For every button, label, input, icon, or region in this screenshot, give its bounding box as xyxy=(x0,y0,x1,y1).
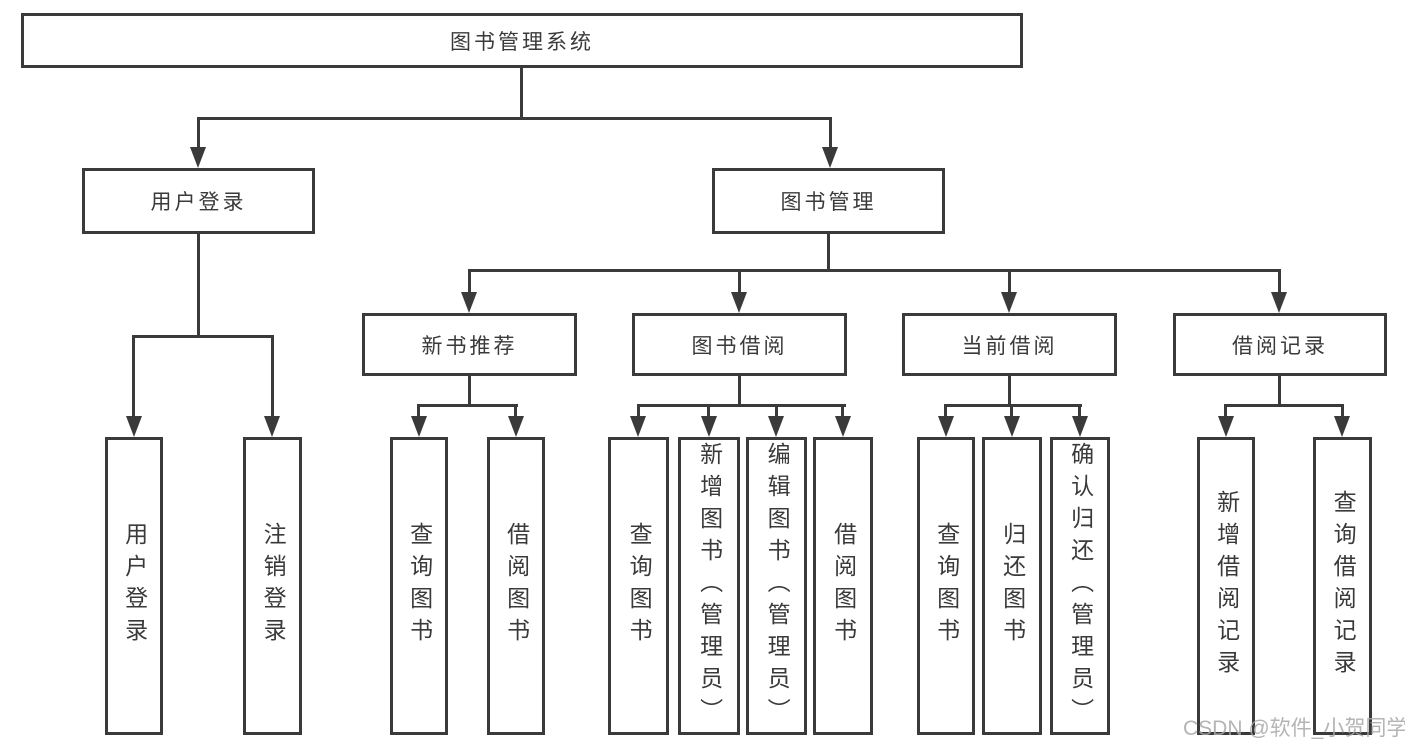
node-book-borrowing-label: 图书借阅 xyxy=(691,334,788,358)
connector-line xyxy=(417,404,518,407)
leaf-query-borrow-record: 查询借阅记录 xyxy=(1313,437,1372,735)
node-user-login-label: 用户登录 xyxy=(150,191,247,214)
connector-line xyxy=(827,234,830,272)
node-borrowing-records-label: 借阅记录 xyxy=(1232,334,1328,358)
connector-line xyxy=(1278,269,1281,295)
connector-line xyxy=(1008,269,1011,295)
connector-line xyxy=(841,404,844,419)
connector-line xyxy=(829,117,832,150)
leaf-logout-label: 注销登录 xyxy=(260,522,287,650)
connector-line xyxy=(417,404,420,419)
connector-line xyxy=(637,404,640,419)
arrowhead-icon xyxy=(411,416,427,437)
connector-line xyxy=(132,335,135,419)
node-new-book-recommend-label: 新书推荐 xyxy=(421,334,518,358)
connector-line xyxy=(944,404,1082,407)
connector-line xyxy=(1010,404,1013,419)
arrowhead-icon xyxy=(1334,416,1350,437)
node-book-management: 图书管理 xyxy=(712,168,945,234)
leaf-query-books-recommend-label: 查询图书 xyxy=(406,522,433,650)
arrowhead-icon xyxy=(1218,416,1234,437)
leaf-add-book-admin: 新增图书（管理员） xyxy=(678,437,740,735)
arrowhead-icon xyxy=(264,416,280,437)
node-library-system: 图书管理系统 xyxy=(21,13,1023,68)
leaf-query-books-recommend: 查询图书 xyxy=(390,437,448,735)
leaf-edit-book-admin: 编辑图书（管理员） xyxy=(746,437,807,735)
node-current-borrowing: 当前借阅 xyxy=(902,313,1117,376)
leaf-query-books-borrowing: 查询图书 xyxy=(608,437,669,735)
leaf-user-login-label: 用户登录 xyxy=(121,522,148,650)
leaf-user-login: 用户登录 xyxy=(105,437,163,735)
connector-line xyxy=(1008,376,1011,407)
connector-line xyxy=(1224,404,1227,419)
arrowhead-icon xyxy=(1001,292,1017,313)
arrowhead-icon xyxy=(1072,416,1088,437)
connector-line xyxy=(514,404,517,419)
connector-line xyxy=(738,269,741,295)
connector-line xyxy=(520,68,523,119)
node-user-login: 用户登录 xyxy=(82,168,315,234)
arrowhead-icon xyxy=(461,292,477,313)
arrowhead-icon xyxy=(508,416,524,437)
leaf-borrow-books-borrowing-label: 借阅图书 xyxy=(830,522,857,650)
leaf-confirm-return-admin: 确认归还（管理员） xyxy=(1050,437,1110,735)
connector-line xyxy=(197,117,200,150)
arrowhead-icon xyxy=(701,416,717,437)
connector-line xyxy=(1078,404,1081,419)
leaf-query-books-current: 查询图书 xyxy=(917,437,975,735)
leaf-borrow-books-recommend-label: 借阅图书 xyxy=(503,522,530,650)
connector-line xyxy=(468,376,471,407)
connector-line xyxy=(1224,404,1344,407)
arrowhead-icon xyxy=(126,416,142,437)
connector-line xyxy=(132,335,274,338)
connector-line xyxy=(738,376,741,407)
connector-line xyxy=(707,404,710,419)
leaf-borrow-books-borrowing: 借阅图书 xyxy=(813,437,873,735)
connector-line xyxy=(271,335,274,419)
arrowhead-icon xyxy=(938,416,954,437)
connector-line xyxy=(944,404,947,419)
arrowhead-icon xyxy=(822,147,838,168)
arrowhead-icon xyxy=(1004,416,1020,437)
arrowhead-icon xyxy=(630,416,646,437)
leaf-return-books: 归还图书 xyxy=(982,437,1042,735)
csdn-watermark: CSDN @软件_小贺同学 xyxy=(1183,717,1405,740)
leaf-edit-book-admin-label: 编辑图书（管理员） xyxy=(764,442,791,730)
node-borrowing-records: 借阅记录 xyxy=(1173,313,1387,376)
node-library-system-label: 图书管理系统 xyxy=(450,30,594,54)
leaf-add-borrow-record-label: 新增借阅记录 xyxy=(1213,490,1240,682)
connector-line xyxy=(637,404,846,407)
leaf-add-borrow-record: 新增借阅记录 xyxy=(1197,437,1255,735)
leaf-query-borrow-record-label: 查询借阅记录 xyxy=(1330,490,1357,682)
connector-line xyxy=(468,269,471,295)
arrowhead-icon xyxy=(731,292,747,313)
leaf-add-book-admin-label: 新增图书（管理员） xyxy=(696,442,723,730)
connector-line xyxy=(1341,404,1344,419)
leaf-confirm-return-admin-label: 确认归还（管理员） xyxy=(1067,442,1094,730)
node-book-management-label: 图书管理 xyxy=(780,191,877,214)
node-new-book-recommend: 新书推荐 xyxy=(362,313,577,376)
leaf-query-books-borrowing-label: 查询图书 xyxy=(626,522,653,650)
leaf-query-books-current-label: 查询图书 xyxy=(933,522,960,650)
connector-line xyxy=(468,269,1281,272)
arrowhead-icon xyxy=(190,147,206,168)
connector-line xyxy=(197,234,200,338)
arrowhead-icon xyxy=(768,416,784,437)
arrowhead-icon xyxy=(835,416,851,437)
connector-line xyxy=(775,404,778,419)
leaf-borrow-books-recommend: 借阅图书 xyxy=(487,437,545,735)
node-current-borrowing-label: 当前借阅 xyxy=(961,334,1058,358)
leaf-logout: 注销登录 xyxy=(243,437,302,735)
connector-line xyxy=(197,117,832,120)
arrowhead-icon xyxy=(1271,292,1287,313)
leaf-return-books-label: 归还图书 xyxy=(999,522,1026,650)
connector-line xyxy=(1278,376,1281,407)
node-book-borrowing: 图书借阅 xyxy=(632,313,847,376)
